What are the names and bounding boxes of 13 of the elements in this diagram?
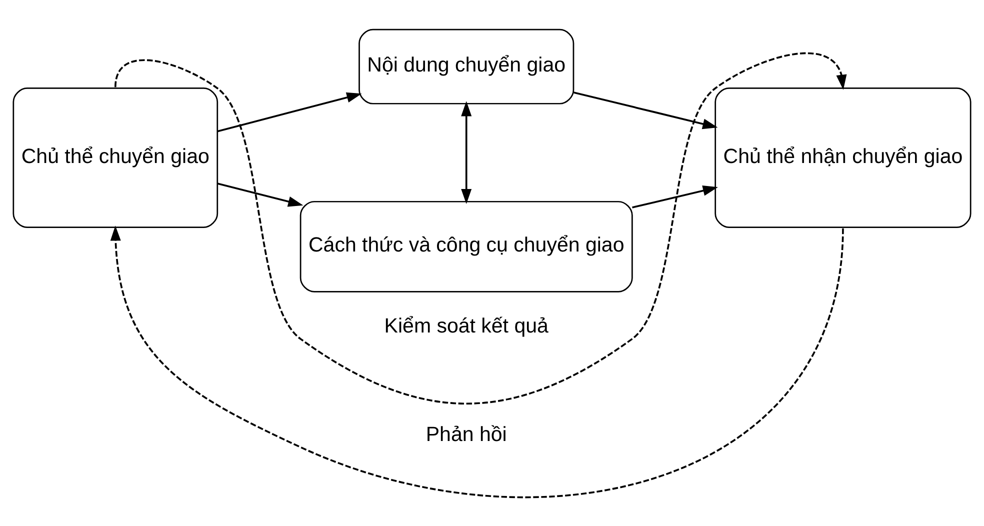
- edge-label: Kiểm soát kết quả: [384, 314, 548, 338]
- arrow: [114, 52, 847, 404]
- arrow: [217, 182, 304, 206]
- arrow: [632, 185, 718, 208]
- edge-label: Phản hồi: [426, 422, 507, 446]
- node-box: Cách thức và công cụ chuyển giao: [300, 200, 633, 292]
- node-box: Chủ thể nhận chuyển giao: [714, 87, 972, 228]
- arrow: [217, 92, 362, 132]
- node-box: Chủ thể chuyển giao: [12, 87, 218, 228]
- arrow: [574, 91, 718, 129]
- arrow: [461, 100, 472, 204]
- node-box: Nội dung chuyển giao: [358, 28, 574, 104]
- arrow: [110, 225, 844, 498]
